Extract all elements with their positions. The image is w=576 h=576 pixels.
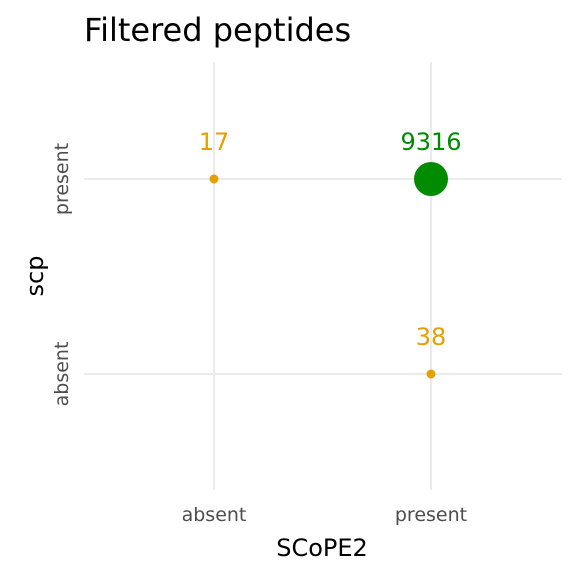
data-label-present-present: 9316 bbox=[400, 128, 461, 156]
data-label-present-absent: 38 bbox=[416, 323, 447, 351]
x-tick-label-present: present bbox=[395, 504, 467, 526]
y-tick-label-absent: absent bbox=[51, 342, 73, 407]
y-axis-title: scp bbox=[21, 256, 49, 297]
point-present-present bbox=[414, 162, 448, 196]
data-label-absent-present: 17 bbox=[199, 128, 230, 156]
y-tick-label-present: present bbox=[51, 143, 73, 215]
ticks-layer: absent present absent present bbox=[51, 143, 467, 526]
point-present-absent bbox=[426, 369, 436, 379]
point-absent-present bbox=[209, 174, 219, 184]
x-axis-title: SCoPE2 bbox=[276, 534, 368, 562]
labels-layer: 17 9316 38 bbox=[199, 128, 462, 351]
grid-layer bbox=[84, 62, 562, 490]
x-tick-label-absent: absent bbox=[182, 504, 247, 526]
points-layer bbox=[209, 162, 448, 379]
chart-title: Filtered peptides bbox=[84, 11, 351, 49]
